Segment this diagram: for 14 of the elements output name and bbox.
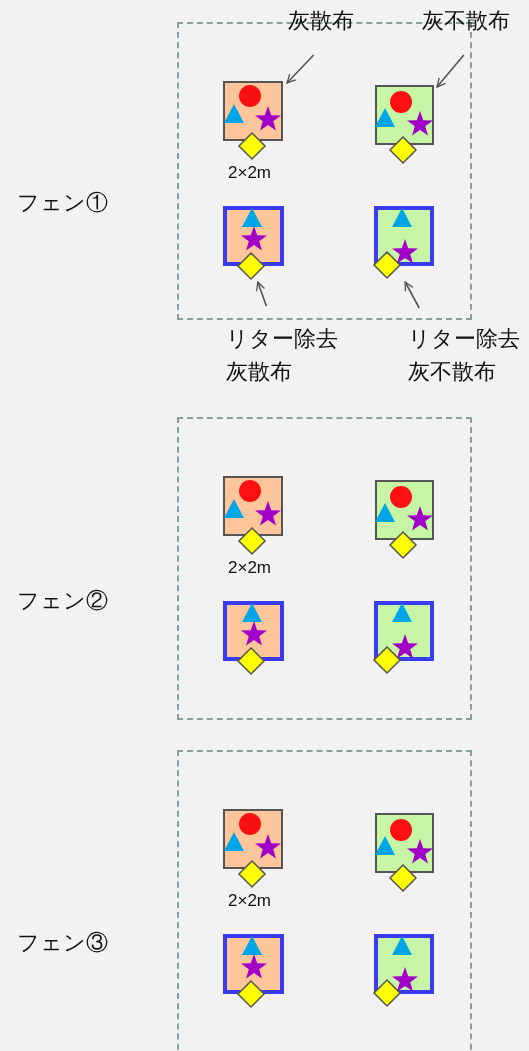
dimension-label: 2×2m bbox=[228, 163, 271, 183]
dimension-label: 2×2m bbox=[228, 558, 271, 578]
dimension-label: 2×2m bbox=[228, 891, 271, 911]
treatment-label: リター除去灰散布 bbox=[226, 322, 338, 388]
treatment-label: 灰散布 bbox=[288, 4, 368, 37]
leader-arrow bbox=[255, 281, 268, 307]
enclosure-label: フェン① bbox=[17, 188, 108, 217]
leader-arrow bbox=[404, 281, 420, 309]
treatment-label: リター除去灰不散布 bbox=[408, 322, 520, 388]
leader-arrow bbox=[436, 54, 465, 88]
enclosure-label: フェン③ bbox=[17, 929, 108, 957]
leader-arrow bbox=[286, 54, 315, 84]
enclosure-label: フェン② bbox=[17, 586, 108, 615]
treatment-label: 灰不散布 bbox=[422, 4, 529, 37]
